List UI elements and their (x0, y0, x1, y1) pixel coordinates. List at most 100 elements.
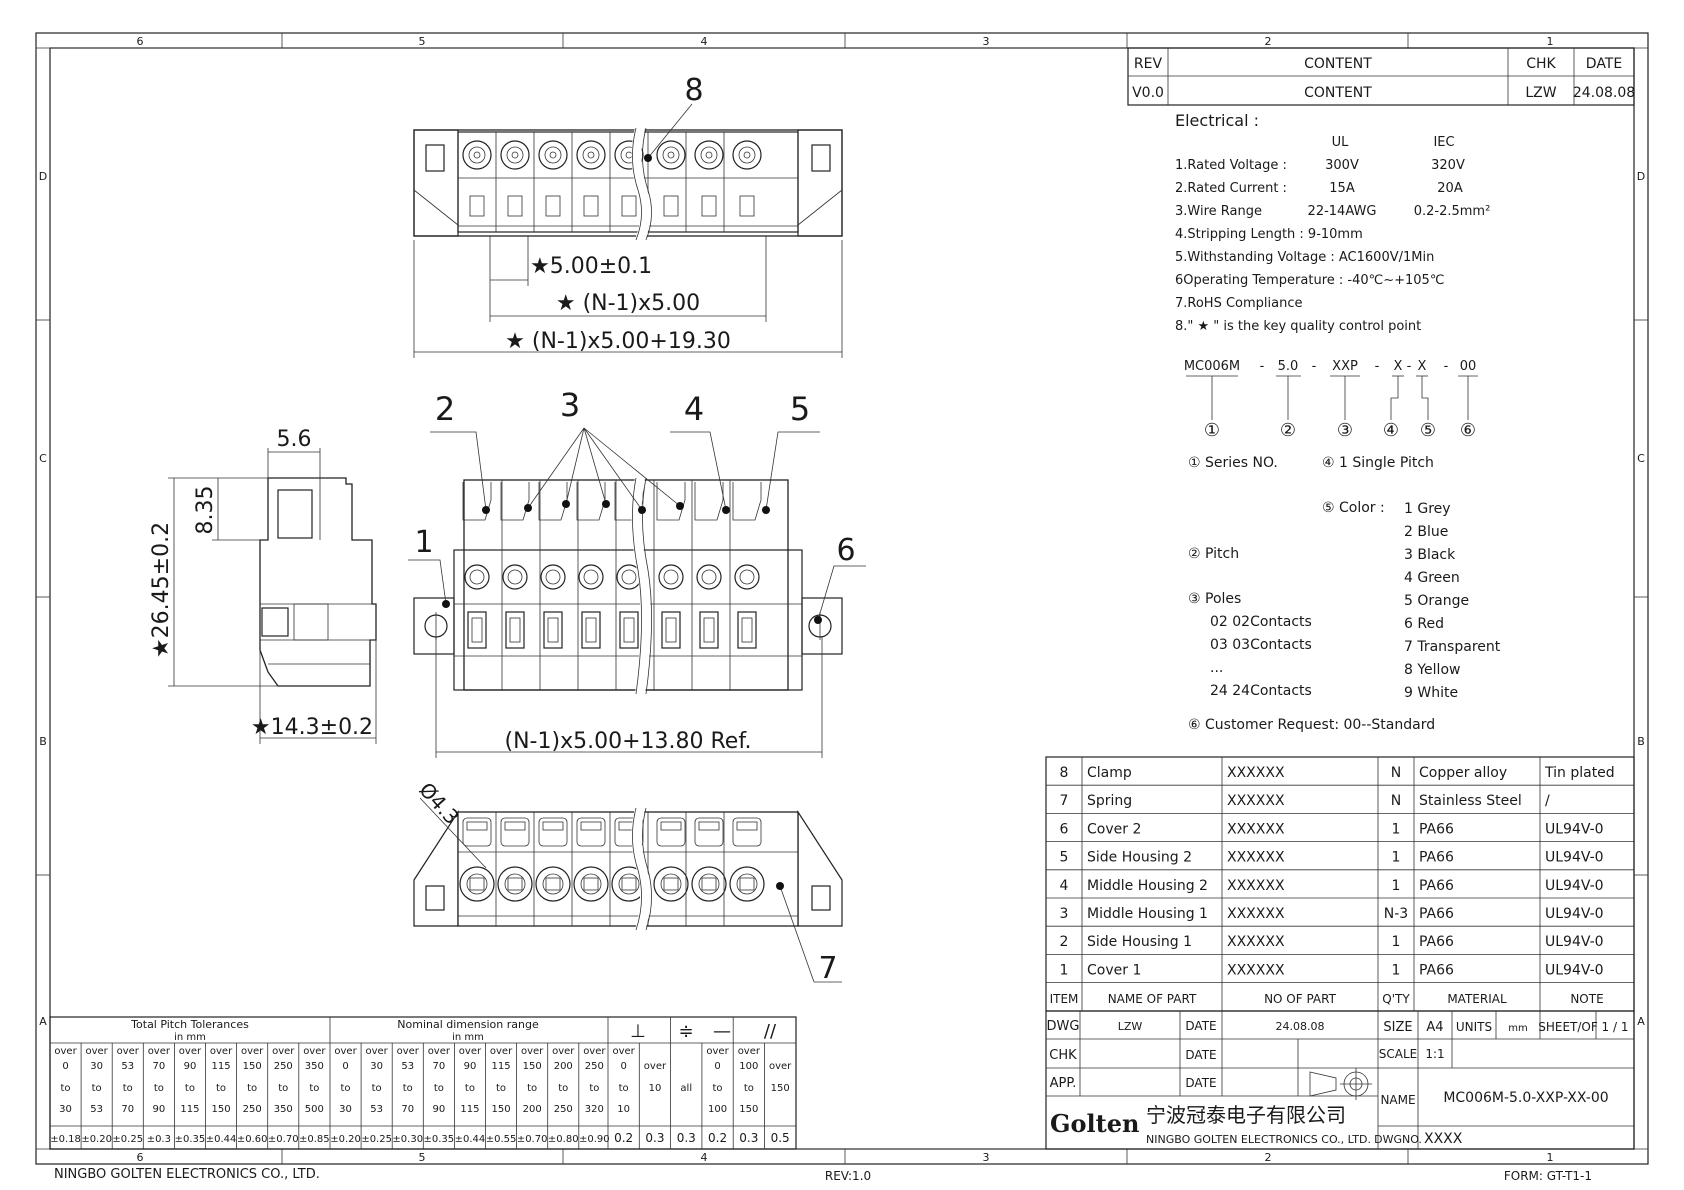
tol-from: 53 (401, 1061, 414, 1072)
screw-icon (469, 569, 485, 585)
col-number: 6 (137, 35, 144, 48)
electrical-title: Electrical : (1175, 111, 1259, 130)
bom-name: Middle Housing 2 (1087, 878, 1208, 894)
bom-item: 3 (1060, 906, 1069, 922)
tol-unit: in mm (452, 1032, 484, 1043)
wire-entry (623, 617, 635, 643)
dim-pitch: ★5.00±0.1 (530, 254, 652, 279)
code-sep: - (1312, 359, 1317, 374)
tol-to: 115 (180, 1104, 199, 1115)
contact-hole-icon (621, 877, 637, 891)
company-logo: Golten (1050, 1109, 1139, 1138)
balloon-1: 1 (414, 525, 433, 560)
chk-label: CHK (1049, 1048, 1077, 1063)
row-letter: D (39, 170, 47, 183)
tol-from: 0 (620, 1061, 626, 1072)
tol-over: over (272, 1046, 295, 1057)
tol-to-label: to (341, 1083, 351, 1094)
color-item: 9 White (1404, 685, 1458, 701)
code-sep: - (1407, 359, 1412, 374)
tol-to-label: to (434, 1083, 444, 1094)
screw-head-icon (582, 146, 600, 164)
latch-slot (694, 817, 724, 847)
wire-entry (699, 611, 719, 649)
bom-material: PA66 (1419, 878, 1454, 894)
part-code: MC006M - 5.0 - XXP - X - X 00 - ① ② ③ ④ … (1184, 359, 1478, 441)
tol-to: 350 (274, 1104, 293, 1115)
bom-header: ITEM (1050, 992, 1079, 1006)
col-number: 6 (137, 1151, 144, 1164)
sheet-value: 1 / 1 (1602, 1020, 1629, 1034)
wire-entry (739, 195, 755, 217)
contact-hole-icon (542, 873, 564, 895)
bom-qty: 1 (1392, 850, 1401, 866)
tol-value: ±0.80 (548, 1134, 579, 1145)
bom-part-no: XXXXXX (1227, 765, 1285, 781)
tol-to: 150 (492, 1104, 511, 1115)
units-label: UNITS (1456, 1020, 1492, 1034)
tol-to: 100 (708, 1104, 727, 1115)
scale-value: 1:1 (1425, 1047, 1444, 1061)
wire-entry (507, 195, 523, 217)
spec-iec: 0.2-2.5mm² (1414, 204, 1491, 219)
col-number: 5 (419, 1151, 426, 1164)
spec-line: 7.RoHS Compliance (1175, 296, 1303, 311)
wire-entry (703, 617, 715, 643)
code-circle: ③ (1337, 420, 1353, 441)
latch-slot (542, 821, 564, 831)
tol-value: ±0.70 (517, 1134, 548, 1145)
code-legend: ① Series NO. ④ 1 Single Pitch ⑤ Color : … (1188, 455, 1501, 733)
wire-entry (741, 617, 753, 643)
dwg-by: LZW (1118, 1020, 1143, 1033)
date-header: DATE (1586, 56, 1622, 72)
sheet-label: SHEET/OF (1538, 1020, 1598, 1034)
bom-item: 8 (1060, 765, 1069, 781)
row-letter: C (39, 452, 47, 465)
spec-label: 1.Rated Voltage : (1175, 158, 1287, 173)
tol-title-pitch: Total Pitch Tolerances (130, 1018, 249, 1031)
balloon-4: 4 (684, 390, 704, 428)
tol-from: 250 (585, 1061, 604, 1072)
bom-note: UL94V-0 (1545, 821, 1604, 837)
col-number: 2 (1265, 1151, 1272, 1164)
front-view: 1 2 3 4 5 6 (N-1)x5.00+13.80 Ref. (408, 386, 866, 758)
tol-to: 115 (460, 1104, 479, 1115)
code-seg-series: MC006M (1184, 359, 1240, 374)
tol-value: ±0.20 (330, 1134, 361, 1145)
bom-note: UL94V-0 (1545, 962, 1604, 978)
form-footer: FORM: GT-T1-1 (1504, 1169, 1592, 1183)
legend-poles: ③ Poles (1188, 591, 1241, 607)
dwg-label: DWG (1047, 1019, 1080, 1034)
screw-icon (658, 564, 684, 590)
bom-item: 4 (1060, 878, 1069, 894)
dim-width: 5.6 (277, 427, 312, 452)
top-view: 8 ★5.00±0.1 ★ (N-1)x5.00 ★ (N-1)x5.00+19… (413, 73, 843, 358)
code-circle: ④ (1383, 420, 1399, 441)
tol-over: over (583, 1046, 606, 1057)
wire-entry (467, 611, 487, 649)
code-circle: ② (1280, 420, 1296, 441)
bom-header: NOTE (1570, 992, 1603, 1006)
contact-hole-icon (580, 873, 602, 895)
tol-over: over (706, 1046, 729, 1057)
col-number: 3 (983, 35, 990, 48)
color-item: 4 Green (1404, 570, 1460, 586)
tol-to-label: to (309, 1083, 319, 1094)
chk-header: CHK (1526, 56, 1556, 72)
bom-part-no: XXXXXX (1227, 934, 1285, 950)
iec-header: IEC (1433, 135, 1454, 150)
tol-over: over (365, 1046, 388, 1057)
tol-to-label: to (247, 1083, 257, 1094)
bom-header: MATERIAL (1447, 992, 1507, 1006)
tol-to-label: to (619, 1083, 629, 1094)
tol-over: over (117, 1046, 140, 1057)
ul-header: UL (1332, 135, 1350, 150)
tol-from: 30 (370, 1061, 383, 1072)
contact-hole-icon (691, 866, 727, 902)
bom-part-no: XXXXXX (1227, 906, 1285, 922)
screw-head-icon (656, 140, 686, 170)
bom-qty: N-3 (1384, 906, 1408, 922)
tol-to: 500 (305, 1104, 324, 1115)
tol-value: ±0.35 (175, 1134, 206, 1145)
tol-to-label: to (372, 1083, 382, 1094)
